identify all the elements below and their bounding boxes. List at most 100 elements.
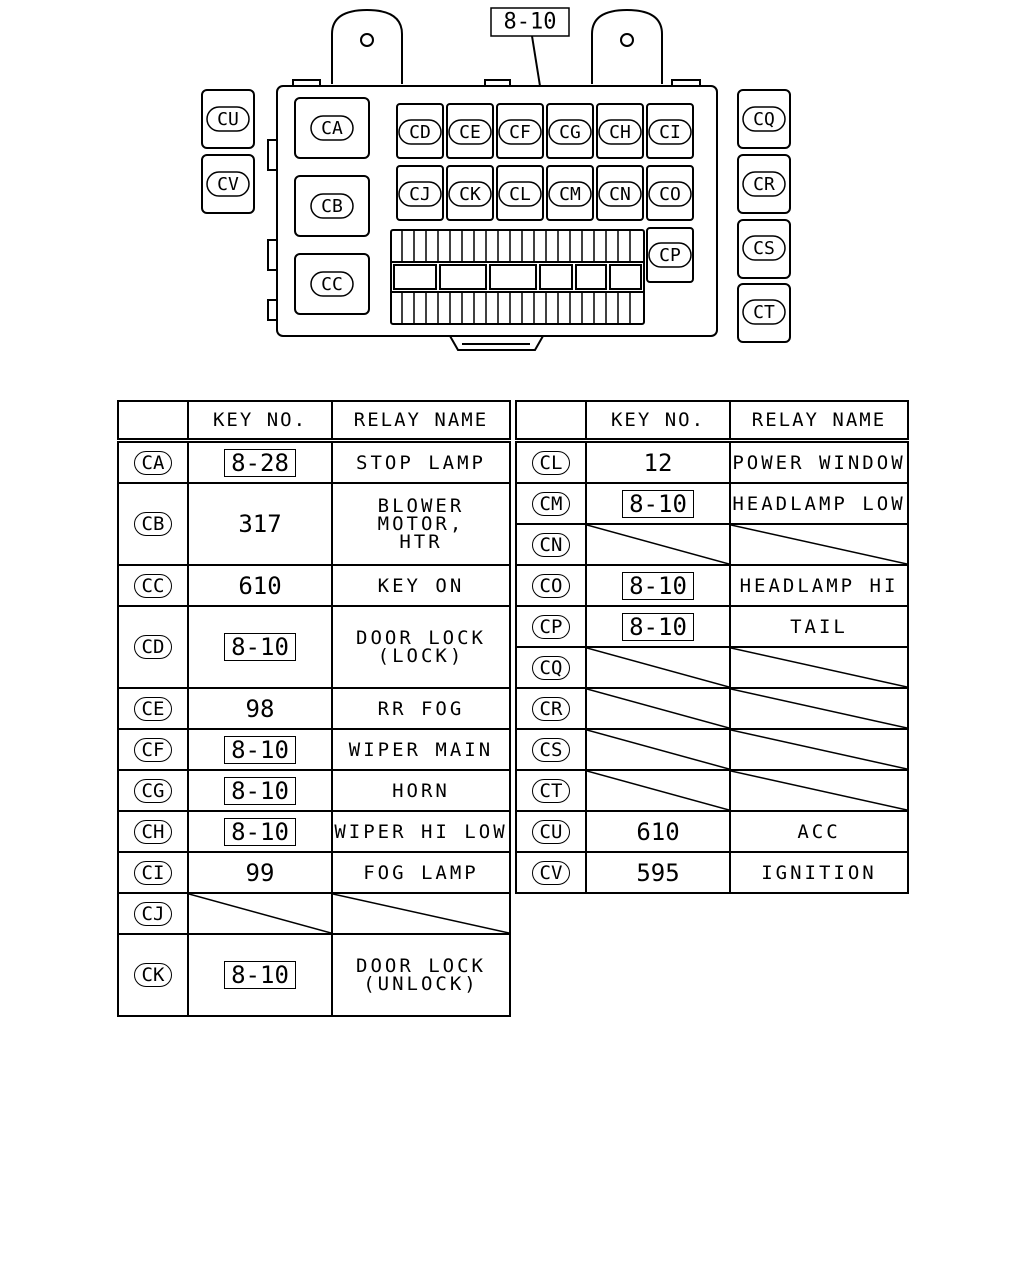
connector-cu-label: CU: [217, 109, 239, 130]
callout-key-label: 8-10: [504, 10, 557, 35]
key-no-cell: 8-10: [585, 605, 731, 648]
connector-cd-oval: [398, 119, 442, 145]
relay-code-cell: CI: [117, 851, 189, 894]
key-no-cell: 8-10: [187, 769, 333, 812]
key-no-cell: 12: [585, 439, 731, 484]
relay-code: CM: [531, 491, 571, 516]
key-no-cell: [585, 728, 731, 771]
relay-code: CS: [531, 737, 571, 762]
header-key-no: KEY NO.: [585, 400, 731, 443]
key-no-cell: [187, 892, 333, 935]
relay-code: CR: [531, 696, 571, 721]
table-row: CK 8-10 DOOR LOCK(UNLOCK): [117, 933, 511, 1017]
relay-name-cell: [729, 769, 909, 812]
relay-code: CJ: [133, 901, 173, 926]
relay-name: WIPER MAIN: [348, 738, 494, 761]
table-row: CR: [515, 687, 909, 730]
relay-code: CK: [133, 963, 173, 987]
fuse-block: [390, 229, 645, 325]
relay-code: CL: [531, 450, 571, 475]
relay-name-cell: RR FOG: [331, 687, 511, 730]
key-no-cell: [585, 646, 731, 689]
connector-cb-oval: [310, 193, 354, 219]
relay-name-cell: DOOR LOCK(LOCK): [331, 605, 511, 689]
key-no: 99: [245, 858, 275, 887]
relay-name-cell: DOOR LOCK(UNLOCK): [331, 933, 511, 1017]
relay-code-cell: CM: [515, 482, 587, 525]
relay-name-cell: STOP LAMP: [331, 439, 511, 484]
connector-cd-label: CD: [409, 122, 431, 143]
relay-code: CU: [531, 819, 571, 844]
relay-code-cell: CL: [515, 439, 587, 484]
connector-cm-oval: [548, 181, 592, 207]
key-no: 610: [636, 817, 680, 846]
relay-name: KEY ON: [377, 574, 465, 597]
key-no: 8-10: [224, 961, 296, 989]
relay-name: DOOR LOCK: [356, 955, 486, 977]
key-no: 8-28: [224, 448, 296, 477]
key-no: 8-10: [622, 571, 694, 600]
relay-name-cell: HEADLAMP LOW: [729, 482, 909, 525]
relay-name-line2: HTR: [399, 531, 443, 553]
key-no-cell: 595: [585, 851, 731, 894]
connector-cn-label: CN: [609, 184, 631, 205]
connector-cq-label: CQ: [753, 109, 775, 130]
table-header-row: KEY NO. RELAY NAME: [117, 400, 511, 443]
connector-ce-oval: [448, 119, 492, 145]
relay-code-cell: CP: [515, 605, 587, 648]
connector-ci-label: CI: [659, 122, 681, 143]
relay-name-cell: HEADLAMP HI: [729, 564, 909, 607]
relay-code-cell: CS: [515, 728, 587, 771]
relay-code: CP: [531, 614, 571, 639]
relay-code: CO: [531, 573, 571, 598]
connector-cq-oval: [742, 106, 786, 132]
relay-name: HORN: [392, 779, 450, 802]
key-no-cell: 8-28: [187, 439, 333, 484]
relay-name-line2: (LOCK): [377, 645, 465, 667]
connector-ca-oval: [310, 115, 354, 141]
key-no: 98: [245, 694, 275, 723]
connector-co-oval: [648, 181, 692, 207]
key-no-cell: 317: [187, 482, 333, 566]
key-no: 8-10: [622, 489, 694, 518]
connector-cs-oval: [742, 235, 786, 261]
key-no-cell: 99: [187, 851, 333, 894]
connector-cr-oval: [742, 171, 786, 197]
relay-code-cell: CU: [515, 810, 587, 853]
relay-code-cell: CR: [515, 687, 587, 730]
connector-cv-oval: [206, 171, 250, 197]
key-no-cell: [585, 769, 731, 812]
relay-name-cell: [729, 523, 909, 566]
relay-name: STOP LAMP: [356, 451, 486, 474]
connector-ct-label: CT: [753, 302, 775, 323]
callout-leader: [531, 35, 541, 87]
key-no-cell: 98: [187, 687, 333, 730]
relay-code: CE: [133, 696, 173, 721]
connector-ce-label: CE: [459, 122, 481, 143]
connector-cs-label: CS: [753, 238, 775, 259]
relay-code: CN: [531, 532, 571, 557]
mounting-ear-left: [331, 8, 403, 84]
relay-code: CB: [133, 512, 173, 536]
relay-name-cell: BLOWER MOTOR,HTR: [331, 482, 511, 566]
relay-name-line2: (UNLOCK): [363, 973, 479, 995]
relay-name-cell: WIPER MAIN: [331, 728, 511, 771]
key-no-cell: 8-10: [187, 933, 333, 1017]
key-no-cell: 8-10: [585, 564, 731, 607]
relay-code-cell: CF: [117, 728, 189, 771]
relay-name-cell: TAIL: [729, 605, 909, 648]
table-row: CN: [515, 523, 909, 566]
relay-name-cell: [729, 646, 909, 689]
housing-bottom-tab: [449, 335, 544, 351]
relay-code-cell: CD: [117, 605, 189, 689]
relay-name-cell: IGNITION: [729, 851, 909, 894]
relay-code-cell: CH: [117, 810, 189, 853]
key-no-cell: 8-10: [585, 482, 731, 525]
